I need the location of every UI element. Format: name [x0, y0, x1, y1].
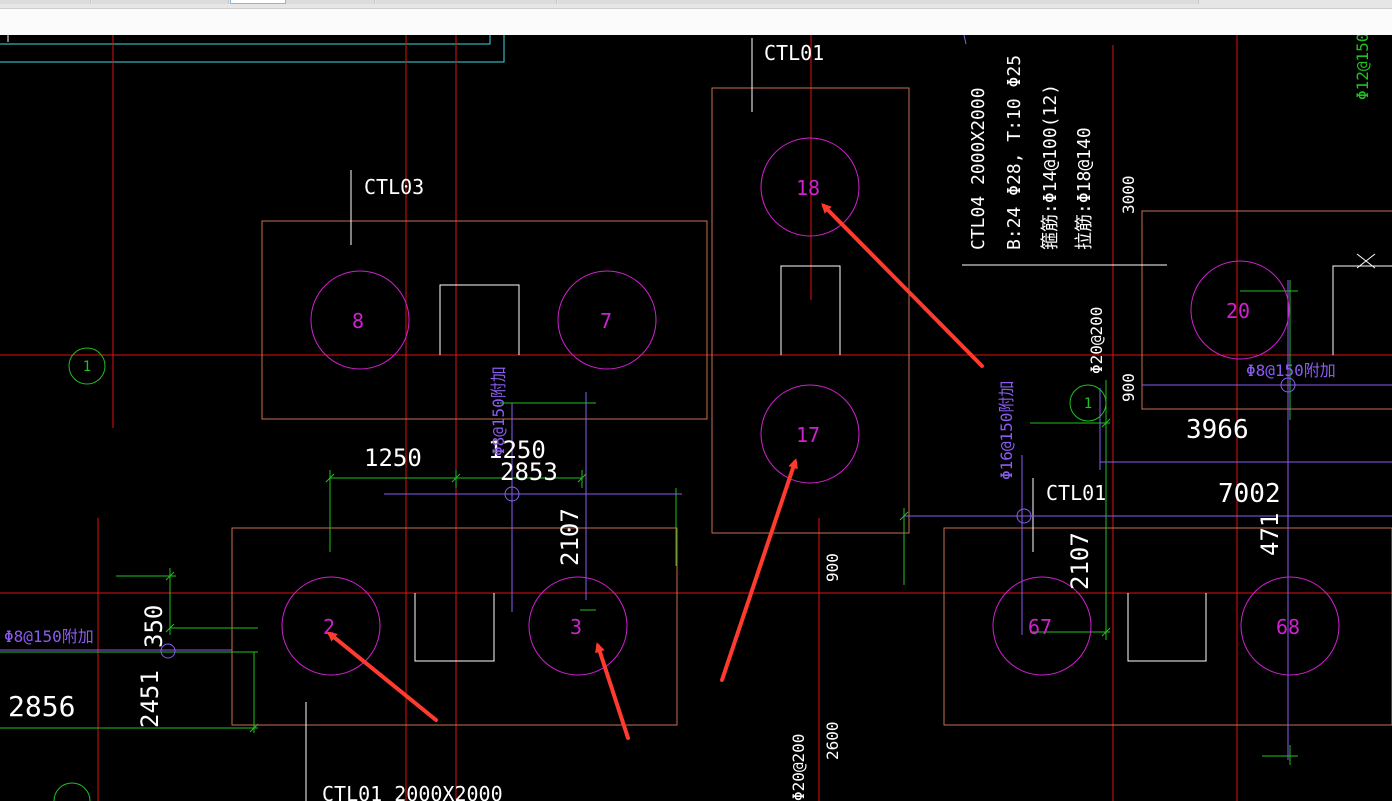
tab[interactable]: [0, 0, 91, 4]
tab[interactable]: [92, 0, 229, 4]
dimension-text: 2107: [556, 508, 584, 566]
tab-active[interactable]: [230, 0, 286, 4]
piles: [281, 137, 1340, 676]
dimension-text: 2853: [500, 458, 558, 486]
dimension-text: 471: [1256, 513, 1284, 556]
pile-cap-ctl01-left[interactable]: [231, 527, 678, 726]
pile-17[interactable]: [760, 384, 860, 484]
pile-caps: [231, 87, 1392, 726]
pile-label: 7: [600, 309, 612, 333]
pile-2[interactable]: [281, 576, 381, 676]
label-leaders: [305, 38, 1167, 801]
dimension-text: 3000: [1119, 175, 1138, 214]
pile-label: 17: [796, 423, 820, 447]
dimension-text: 3966: [1186, 415, 1249, 445]
cap-label-ctl01-right: CTL01: [1046, 481, 1106, 505]
dimension-text: 7002: [1218, 479, 1281, 509]
pile-8[interactable]: [310, 270, 410, 370]
cap-label-ctl01-top: CTL01: [764, 41, 824, 65]
rebar-note: Φ8@150附加: [1246, 361, 1336, 380]
dimension-text: 900: [823, 553, 842, 582]
pile-68[interactable]: [1240, 576, 1340, 676]
pile-67[interactable]: [992, 576, 1092, 676]
cap-spec-line: 拉筋:Φ18@140: [1074, 127, 1095, 250]
axis-bubble: [53, 782, 91, 801]
dimension-text: 1250: [488, 436, 546, 464]
highlight-arrow: [821, 203, 984, 368]
cad-drawing[interactable]: 1 1 8 7 18 17 20 2 3 67 68 CTL03 CTL01 C…: [0, 35, 1392, 801]
tab[interactable]: [286, 0, 375, 4]
pile-label: 8: [352, 309, 364, 333]
dimension-text: Φ20@200: [789, 734, 808, 801]
pile-7[interactable]: [557, 270, 657, 370]
dimension-text: 2107: [1066, 532, 1094, 590]
cap-label-ctl01-bottom: CTL01 2000X2000: [322, 782, 503, 801]
pile-label: 3: [570, 615, 582, 639]
pile-label: 68: [1276, 615, 1300, 639]
dimension-text: 1250: [364, 444, 422, 472]
column-stubs: [414, 253, 1392, 662]
pile-cap-ctl03[interactable]: [261, 220, 708, 420]
highlight-arrow: [595, 642, 630, 740]
axis-bubble-label: 1: [1084, 396, 1092, 412]
toolbar-strip: [0, 9, 1392, 35]
dimension-text: 900: [1119, 373, 1138, 402]
dimension-text: 2451: [136, 670, 164, 728]
pile-20[interactable]: [1190, 260, 1290, 360]
dimension-text: 2600: [823, 721, 842, 760]
pile-label: 67: [1028, 615, 1052, 639]
tab[interactable]: [558, 0, 1199, 4]
cap-label-ctl03: CTL03: [364, 175, 424, 199]
tab-strip: [0, 0, 1392, 9]
axis-bubble-label: 1: [83, 359, 91, 375]
rebar-note: Φ8@150附加: [489, 366, 508, 456]
wall-outline: [0, 35, 505, 63]
highlight-arrow: [326, 631, 438, 722]
rebar-note: Φ16@150附加: [997, 381, 1016, 480]
pile-3[interactable]: [528, 576, 628, 676]
highlight-arrow: [720, 458, 798, 682]
pile-cap-right-partial[interactable]: [1141, 210, 1392, 410]
pile-cap-ctl04[interactable]: [711, 87, 910, 534]
axis-bubble: [68, 347, 106, 385]
pile-18[interactable]: [760, 137, 860, 237]
pile-label: 20: [1226, 299, 1250, 323]
highlight-arrows: [326, 203, 984, 740]
cap-spec-line: CTL04 2000X2000: [968, 87, 989, 250]
dimension-text: Φ20@200: [1087, 307, 1106, 374]
cad-drawing-canvas[interactable]: 1 1 8 7 18 17 20 2 3 67 68 CTL03 CTL01 C…: [0, 35, 1392, 801]
dimension-text: 2856: [8, 690, 75, 723]
axis-bubbles: [53, 347, 1107, 801]
rebar-note: Φ8@150附加: [4, 627, 94, 646]
tab[interactable]: [376, 0, 557, 4]
cap-spec-line: B:24 Φ28, T:10 Φ25: [1004, 55, 1025, 250]
dimension-text: 350: [140, 605, 168, 648]
cap-spec-block: CTL04 2000X2000 B:24 Φ28, T:10 Φ25 箍筋:Φ1…: [968, 55, 1095, 250]
axis-bubble: [1069, 384, 1107, 422]
pile-label: 18: [796, 176, 820, 200]
pile-cap-ctl01-right[interactable]: [943, 527, 1392, 726]
rebar-lines: [0, 35, 1392, 760]
axis-grid: [0, 35, 1392, 801]
rebar-note: Φ12@150: [1353, 35, 1372, 100]
dimension-lines: [0, 280, 1298, 765]
cap-spec-line: 箍筋:Φ14@100(12): [1040, 84, 1061, 250]
